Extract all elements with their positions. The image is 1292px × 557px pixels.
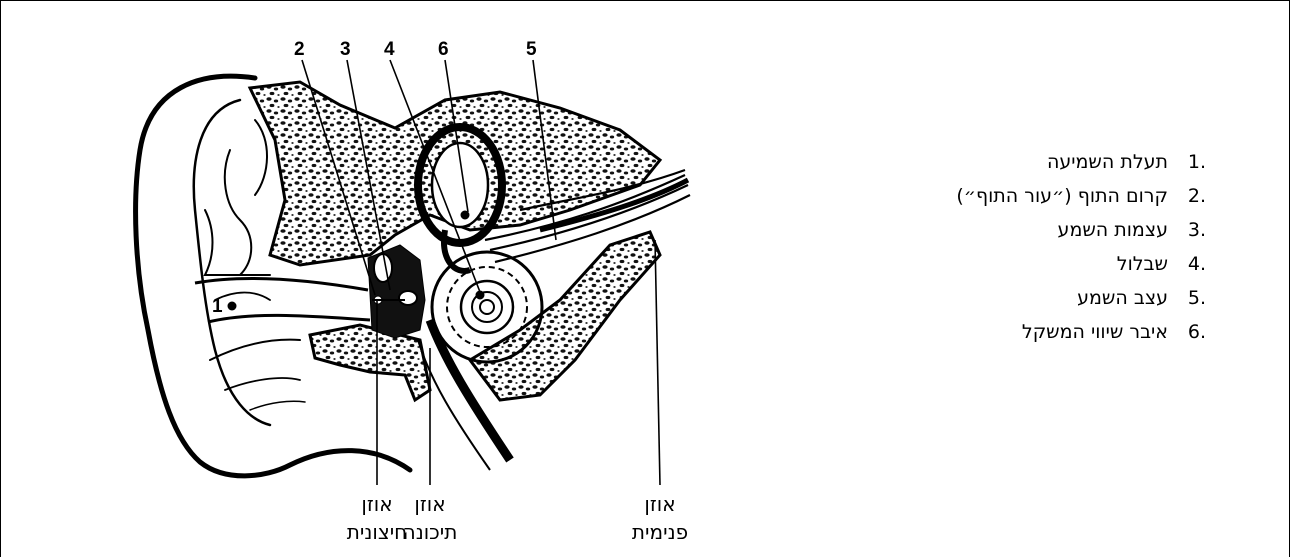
legend-list: .1תעלת השמיעה .2קרום התוף (״עור התוף״) .… xyxy=(826,145,1206,349)
legend-item-number: .5 xyxy=(1168,281,1206,315)
legend-item: .2קרום התוף (״עור התוף״) xyxy=(826,179,1206,213)
region-label-inner-line2: פנימית xyxy=(605,518,715,546)
legend-item-label: תעלת השמיעה xyxy=(1047,145,1168,179)
temporal-bone-lower xyxy=(310,325,430,400)
legend-item: .6איבר שיווי המשקל xyxy=(826,315,1206,349)
legend-item-number: .3 xyxy=(1168,213,1206,247)
legend-item-number: .4 xyxy=(1168,247,1206,281)
cochlea xyxy=(432,252,542,362)
ear-canal-marker xyxy=(228,302,237,311)
region-label-middle-line2: תיכונה xyxy=(375,518,485,546)
legend-item-number: .6 xyxy=(1168,315,1206,349)
label-number-6: 6 xyxy=(438,40,449,59)
legend-item: .4שבלול xyxy=(826,247,1206,281)
region-label-middle-ear: אוזן תיכונה xyxy=(375,490,485,546)
label-number-1: 1 xyxy=(212,297,223,316)
region-label-inner-line1: אוזן xyxy=(605,490,715,518)
region-label-inner-ear: אוזן פנימית xyxy=(605,490,715,546)
label-number-4: 4 xyxy=(384,40,395,59)
legend-item: .5עצב השמע xyxy=(826,281,1206,315)
legend-item: .3עצמות השמע xyxy=(826,213,1206,247)
legend-item-label: איבר שיווי המשקל xyxy=(1022,315,1168,349)
legend-item: .1תעלת השמיעה xyxy=(826,145,1206,179)
legend-item-label: עצמות השמע xyxy=(1058,213,1168,247)
label-number-2: 2 xyxy=(294,40,305,59)
region-label-middle-line1: אוזן xyxy=(375,490,485,518)
legend-item-label: עצב השמע xyxy=(1077,281,1168,315)
legend-item-number: .2 xyxy=(1168,179,1206,213)
legend-item-label: שבלול xyxy=(1117,247,1168,281)
legend-item-label: קרום התוף (״עור התוף״) xyxy=(956,179,1168,213)
legend-item-number: .1 xyxy=(1168,145,1206,179)
label-number-5: 5 xyxy=(526,40,537,59)
label-number-3: 3 xyxy=(340,40,351,59)
